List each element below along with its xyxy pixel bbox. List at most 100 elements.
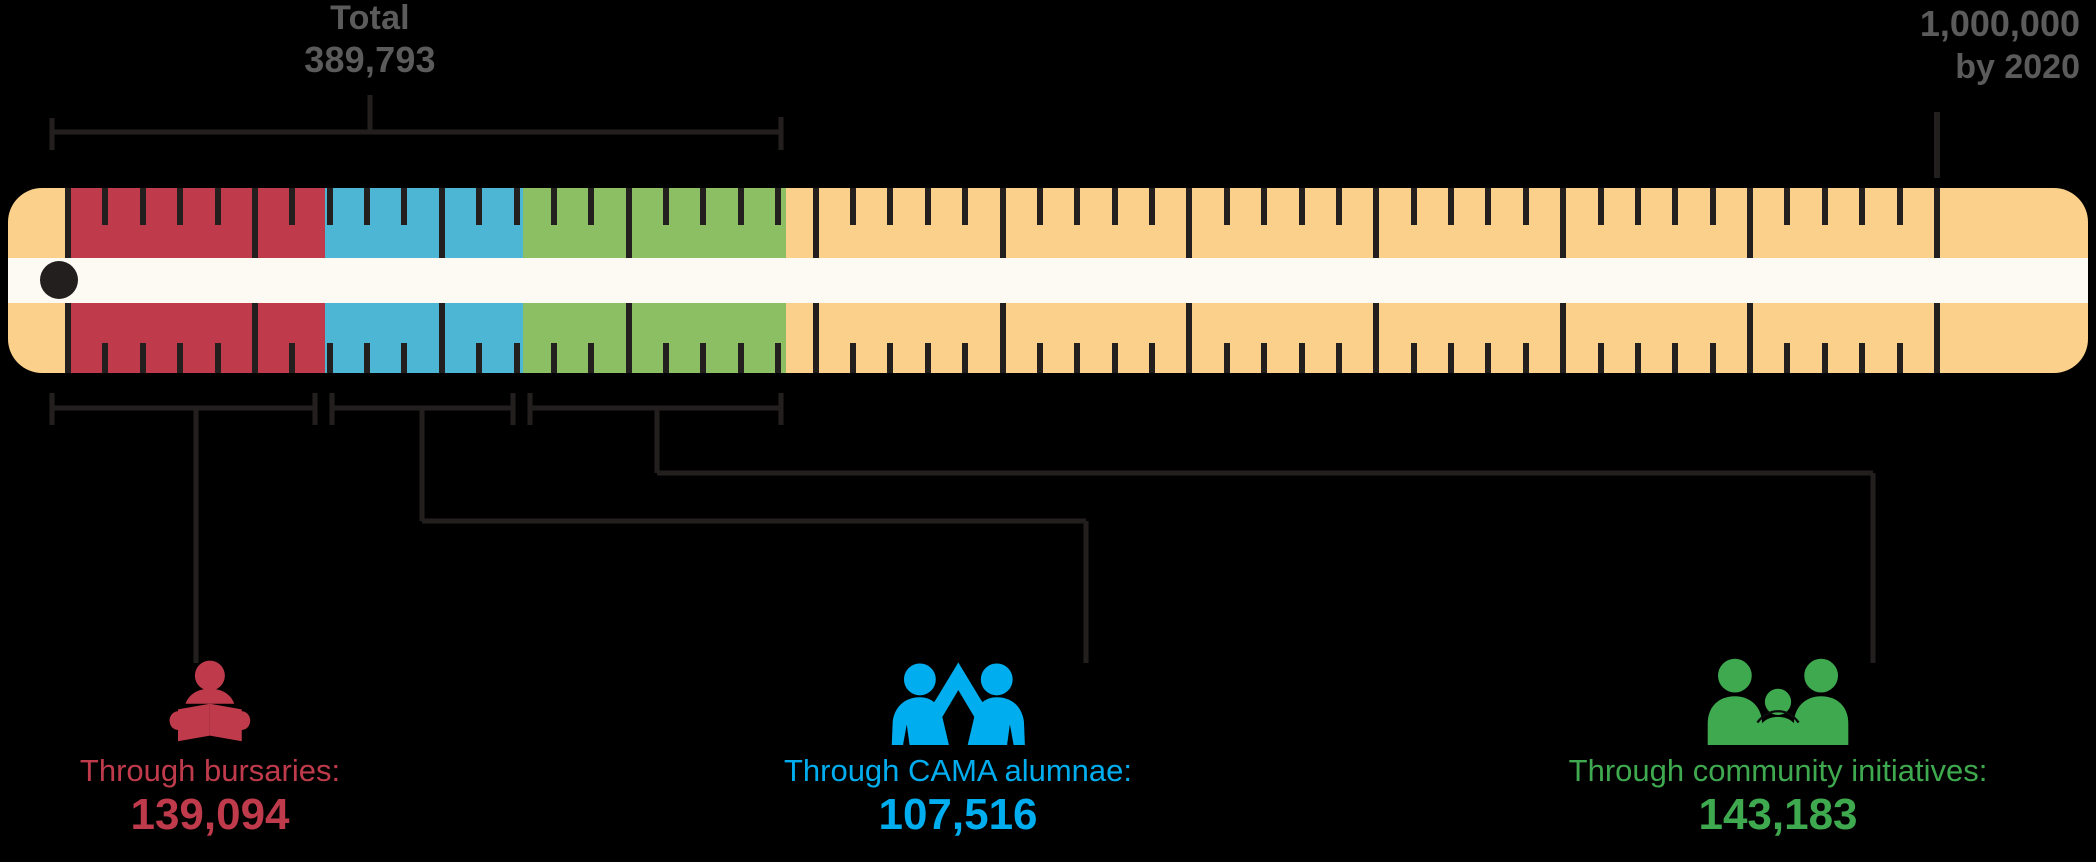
ruler-tick-minor <box>1074 188 1081 225</box>
ruler-tick-minor <box>139 188 146 225</box>
category-alumnae: Through CAMA alumnae: 107,516 <box>668 655 1248 841</box>
total-bracket <box>49 95 1940 178</box>
ruler-tick-minor <box>326 343 333 373</box>
person-reading-book-icon <box>169 660 251 742</box>
total-callout-value: 389,793 <box>304 39 436 80</box>
category-bursaries: Through bursaries: 139,094 <box>0 655 420 841</box>
ruler-tick-minor <box>364 343 371 373</box>
category-community-value: 143,183 <box>1698 790 1858 839</box>
ruler-tick-major <box>1373 188 1380 258</box>
ruler-tick-minor <box>289 343 296 373</box>
ruler-tick-minor <box>1485 343 1492 373</box>
ruler-tick-minor <box>1261 188 1268 225</box>
ruler-tick-minor <box>849 188 856 225</box>
ruler-tick-major <box>1560 188 1567 258</box>
ruler-tick-minor <box>1672 343 1679 373</box>
ruler-tick-minor <box>924 188 931 225</box>
ruler-tick-major <box>65 188 71 258</box>
goal-callout-sub: by 2020 <box>1955 48 2080 86</box>
ruler-tick-major <box>1186 303 1193 373</box>
ruler-tick-minor <box>1709 188 1716 225</box>
ruler-tick-minor <box>1223 188 1230 225</box>
ruler-tick-minor <box>102 188 109 225</box>
ruler-tick-minor <box>1709 343 1716 373</box>
ruler-tick-minor <box>849 343 856 373</box>
category-alumnae-value: 107,516 <box>878 790 1038 839</box>
ruler-tick-minor <box>102 343 109 373</box>
ruler-tick-minor <box>1821 343 1828 373</box>
ruler-tick-major <box>438 188 445 258</box>
ruler-tick-minor <box>700 343 707 373</box>
ruler-tick-minor <box>1223 343 1230 373</box>
ruler-tick-minor <box>177 188 184 225</box>
ruler-tick-minor <box>1522 343 1529 373</box>
ruler-tick-minor <box>1634 188 1641 225</box>
ruler-tick-minor <box>289 188 296 225</box>
ruler-tick-minor <box>1597 188 1604 225</box>
ruler-tick-minor <box>775 188 782 225</box>
ruler-tick-minor <box>1298 343 1305 373</box>
ruler-tick-minor <box>775 343 782 373</box>
ruler-tick-minor <box>513 188 520 225</box>
category-alumnae-label: Through CAMA alumnae: <box>783 753 1133 788</box>
goal-callout: 1,000,000 by 2020 <box>1610 2 2080 88</box>
ruler-tick-minor <box>1896 343 1903 373</box>
ruler-knob[interactable] <box>40 261 78 299</box>
ruler-tick-minor <box>326 188 333 225</box>
family-group-icon <box>1707 658 1849 745</box>
ruler-tick-minor <box>1784 343 1791 373</box>
ruler-tick-major <box>625 188 632 258</box>
ruler-tick-minor <box>550 343 557 373</box>
total-callout: Total 389,793 <box>190 0 550 82</box>
ruler-tick-major <box>1186 188 1193 258</box>
segment-brackets <box>49 393 1876 663</box>
ruler-tick-minor <box>1298 188 1305 225</box>
ruler-tick-major <box>999 303 1006 373</box>
ruler-tick-major <box>812 303 819 373</box>
ruler-tick-minor <box>1485 188 1492 225</box>
ruler-tick-minor <box>1036 188 1043 225</box>
ruler-tick-major <box>1560 303 1567 373</box>
ruler-tick-minor <box>1859 188 1866 225</box>
ruler-tick-minor <box>1410 343 1417 373</box>
ruler-tick-minor <box>1597 343 1604 373</box>
ruler-tick-minor <box>924 343 931 373</box>
ruler-tick-minor <box>1111 188 1118 225</box>
ruler-tick-minor <box>401 343 408 373</box>
ruler-tick-major <box>1934 188 1940 258</box>
ruler-tick-minor <box>1410 188 1417 225</box>
ruler-tick-minor <box>476 188 483 225</box>
ruler-tick-minor <box>1784 188 1791 225</box>
ruler-tick-minor <box>214 188 221 225</box>
ruler-tick-major <box>438 303 445 373</box>
ruler-tick-minor <box>1111 343 1118 373</box>
ruler-tick-minor <box>588 188 595 225</box>
ruler-tick-minor <box>476 343 483 373</box>
goal-callout-value: 1,000,000 <box>1919 3 2080 44</box>
category-community-label: Through community initiatives: <box>1568 753 1988 788</box>
ruler-tick-minor <box>1672 188 1679 225</box>
ruler-tick-major <box>1934 303 1940 373</box>
ruler-tick-minor <box>737 188 744 225</box>
ruler-tick-major <box>625 303 632 373</box>
category-bursaries-label: Through bursaries: <box>79 753 341 788</box>
ruler-tick-minor <box>700 188 707 225</box>
ruler-window <box>8 258 2088 303</box>
ruler-tick-major <box>812 188 819 258</box>
ruler-tick-minor <box>1335 343 1342 373</box>
ruler-tick-minor <box>550 188 557 225</box>
ruler-tick-minor <box>663 188 670 225</box>
total-callout-label: Total <box>330 0 410 37</box>
ruler-tick-major <box>999 188 1006 258</box>
ruler-tick-minor <box>737 343 744 373</box>
ruler-tick-minor <box>1634 343 1641 373</box>
ruler-tick-major <box>1373 303 1380 373</box>
ruler-tick-minor <box>1335 188 1342 225</box>
ruler-tick-minor <box>1149 343 1156 373</box>
ruler-tick-minor <box>1448 188 1455 225</box>
ruler-tick-minor <box>1261 343 1268 373</box>
ruler-tick-minor <box>887 188 894 225</box>
ruler-tick-minor <box>214 343 221 373</box>
two-people-high-five-icon <box>891 662 1025 745</box>
